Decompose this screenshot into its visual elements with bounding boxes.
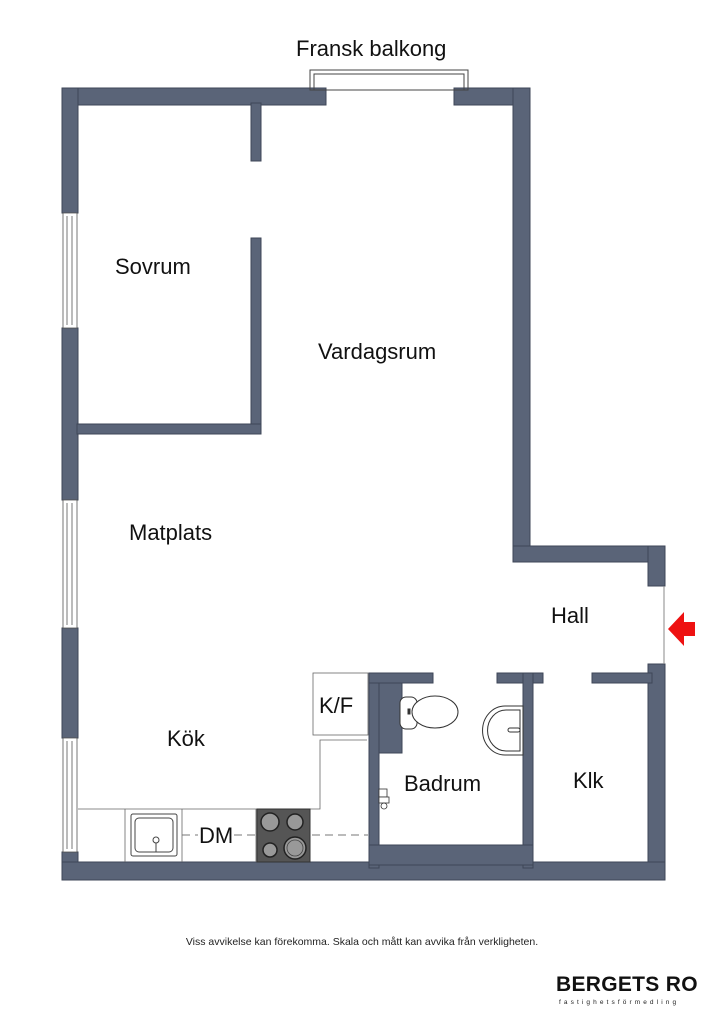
entrance-arrow-icon [668,612,695,646]
room-label-bathroom: Badrum [404,771,482,796]
room-label-dining: Matplats [129,520,213,545]
kitchen-counter [78,672,369,862]
wall-top-left [61,87,327,106]
wall-bottom [61,861,666,881]
wall-hall-top [512,545,666,563]
wall-bedroom-stub [250,102,262,162]
room-label-hall: Hall [551,603,589,628]
brand-logo: BERGETS RO [556,973,698,996]
wall-right-upper [512,87,531,559]
brand-subtitle: fastighetsförmedling [559,999,680,1006]
windows [62,212,78,853]
room-label-closet: Klk [573,768,604,793]
wall-bath-right [522,672,534,869]
dishwasher-label: DM [198,823,235,849]
disclaimer-text: Viss avvikelse kan förekomma. Skala och … [185,936,539,948]
room-label-bedroom: Sovrum [115,254,191,279]
wall-bedroom-right [250,237,262,435]
wall-left-3 [61,627,79,739]
washbasin-icon [482,705,524,756]
sink-icon [130,813,178,857]
wall-bath-top-right [496,672,544,684]
fridge-freezer-label: K/F [319,693,354,718]
wall-left-1 [61,87,79,214]
shower-tap-icon [378,788,390,810]
wall-closet-top [591,672,653,684]
wall-hall-right-bottom [647,663,666,881]
room-label-living-room: Vardagsrum [318,339,437,364]
wall-left-2 [61,327,79,501]
wall-bedroom-bottom [76,423,262,435]
toilet-icon [399,695,459,730]
stove-icon [256,808,311,863]
wall-hall-right-top [647,545,666,587]
wall-bath-top-left [368,672,434,684]
wall-bath-bottom [368,844,534,866]
wall-bath-left-lower [368,672,380,869]
french-balcony-label: Fransk balkong [296,36,447,61]
room-label-kitchen: Kök [167,726,205,751]
french-balcony [309,69,469,91]
